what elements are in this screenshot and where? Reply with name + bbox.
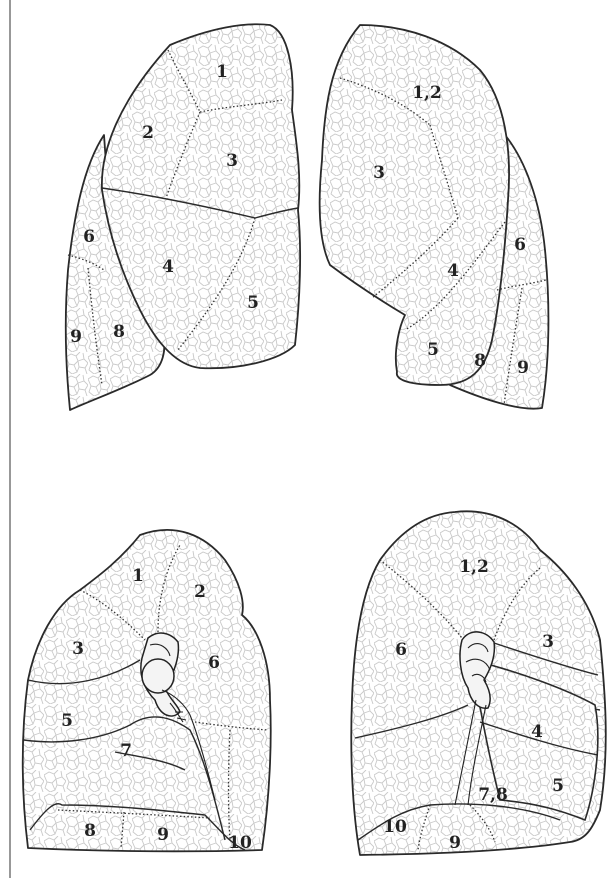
segment-label: 8 (113, 322, 125, 342)
segment-label: 1,2 (459, 557, 489, 577)
segment-label: 5 (247, 293, 259, 313)
segment-label: 1 (216, 62, 228, 82)
segment-label: 9 (157, 825, 169, 845)
segment-label: 9 (449, 833, 461, 853)
segment-label: 6 (208, 653, 220, 673)
left-upper-lobe (320, 25, 509, 385)
segment-label: 9 (517, 358, 529, 378)
segment-label: 3 (72, 639, 84, 659)
segment-label: 10 (228, 833, 252, 853)
segment-label: 5 (427, 340, 439, 360)
segment-label: 8 (474, 351, 486, 371)
segment-label: 4 (531, 722, 543, 742)
right-lung-lateral-view: 1 2 3 4 5 6 8 9 (66, 24, 300, 410)
left-lung-lateral-view: 1,2 3 4 5 6 8 9 (320, 25, 549, 409)
segment-label: 7,8 (478, 785, 508, 805)
segment-label: 5 (61, 711, 73, 731)
segment-label: 1,2 (412, 83, 442, 103)
segment-label: 8 (84, 821, 96, 841)
segment-label: 4 (162, 257, 174, 277)
segment-label: 2 (142, 123, 154, 143)
segment-label: 5 (552, 776, 564, 796)
segment-label: 6 (83, 227, 95, 247)
segment-label: 4 (447, 261, 459, 281)
segment-label: 1 (132, 566, 144, 586)
segment-label: 7 (120, 741, 132, 761)
segment-label: 6 (514, 235, 526, 255)
right-lung-medial-view: 1 2 3 5 6 7 8 9 10 (23, 530, 271, 853)
left-lung-medial-view: 1,2 3 4 5 6 7,8 9 10 (351, 511, 605, 855)
segment-label: 3 (226, 151, 238, 171)
segment-label: 3 (542, 632, 554, 652)
segment-label: 3 (373, 163, 385, 183)
segment-label: 6 (395, 640, 407, 660)
segment-label: 9 (70, 327, 82, 347)
segment-label: 10 (383, 817, 407, 837)
segment-label: 2 (194, 582, 206, 602)
